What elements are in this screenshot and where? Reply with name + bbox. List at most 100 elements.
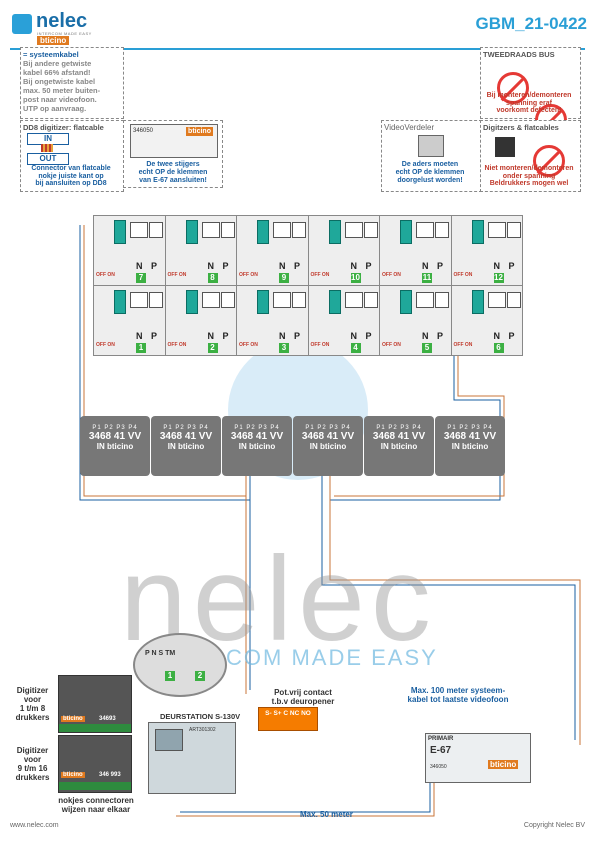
- header-divider: [10, 48, 585, 50]
- unit-number: 4: [350, 343, 361, 353]
- digitizer-2-label: Digitizer voor 9 t/m 16 drukkers: [15, 746, 50, 782]
- monitor-icon-2: [506, 222, 521, 238]
- monitor-icon: [344, 292, 363, 308]
- label-p: P: [365, 331, 372, 341]
- monitor-icon-2: [220, 292, 235, 308]
- footer-copyright: Copyright Nelec BV: [523, 822, 585, 829]
- label-n: N: [350, 331, 358, 341]
- off-on-label: OFF ON: [382, 342, 401, 348]
- unit-number: 6: [493, 343, 504, 353]
- unit-number: 1: [136, 343, 146, 353]
- dist-code: 3468 41 VV: [372, 431, 426, 442]
- monitor-icon: [344, 222, 363, 238]
- dist-code: 3468 41 VV: [230, 431, 284, 442]
- label-p: P: [294, 261, 301, 271]
- ports-label: P1 P2 P3 P4: [376, 425, 422, 431]
- camera-icon: [155, 729, 183, 751]
- digitizer-1: bticino 34693: [58, 675, 132, 733]
- unit-number: 12: [493, 273, 504, 283]
- label-p: P: [437, 331, 444, 341]
- label-p: P: [365, 261, 372, 271]
- brand-tagline: INTERCOM MADE EASY: [37, 31, 92, 36]
- unit-number: 3: [279, 343, 289, 353]
- label-n: N: [207, 331, 215, 341]
- systeemkabel-note: Max. 100 meter systeem- kabel tot laatst…: [407, 686, 509, 704]
- deurstation-title: DEURSTATION S-130V: [160, 712, 241, 721]
- label-p: P: [437, 261, 444, 271]
- max-50-label: Max. 50 meter: [300, 810, 353, 819]
- monitor-icon-2: [363, 292, 378, 308]
- label-n: N: [279, 331, 286, 341]
- flatcable-icon: [41, 144, 53, 152]
- dist-code: 3468 41 VV: [443, 431, 497, 442]
- videoverdeler-icon: [418, 135, 444, 157]
- monitor-icon-2: [363, 222, 378, 238]
- ports-label: P1 P2 P3 P4: [163, 425, 209, 431]
- off-on-label: OFF ON: [310, 272, 330, 278]
- notches-note: nokjes connectoren wijzen naar elkaar: [58, 796, 134, 814]
- label-n: N: [493, 331, 501, 341]
- monitor-icon: [130, 292, 148, 308]
- off-on-label: OFF ON: [96, 272, 115, 278]
- pushbutton-zoom: P N S TM 1 2: [133, 633, 227, 697]
- bus-terminal-icon: [185, 220, 198, 244]
- label-p: P: [151, 261, 158, 271]
- note-digitizers: Digitzers & flatcables Niet monteren/dem…: [480, 120, 581, 192]
- brand-name: nelec: [36, 10, 88, 32]
- label-p: P: [222, 331, 229, 341]
- zoom-num-1: 1: [165, 671, 175, 681]
- dist-code: 3468 41 VV: [88, 431, 142, 442]
- note-videoverdeler: VideoVerdeler De aders moeten echt OP de…: [381, 120, 482, 192]
- off-on-label: OFF ON: [167, 272, 187, 278]
- terminal-strip: [59, 724, 131, 732]
- dist-brand: IN bticino: [167, 442, 205, 451]
- footer-url: www.nelec.com: [10, 822, 59, 829]
- bus-terminal-icon: [185, 290, 198, 314]
- flatcable-out: OUT: [27, 153, 69, 165]
- unit-number: 5: [422, 343, 432, 353]
- ports-label: P1 P2 P3 P4: [92, 425, 138, 431]
- note-twee-stijgers: 346050 bticino De twee stijgers echt OP …: [123, 120, 223, 188]
- dist-brand: IN bticino: [380, 442, 418, 451]
- label-p: P: [508, 331, 515, 341]
- monitor-icon: [487, 222, 506, 238]
- note-dd8: DD8 digitizer: flatcable IN OUT Connecto…: [20, 120, 124, 192]
- dist-brand: IN bticino: [96, 442, 134, 451]
- unit-number: 7: [136, 273, 146, 283]
- ports-label: P1 P2 P3 P4: [305, 425, 351, 431]
- dist-brand: IN bticino: [238, 442, 276, 451]
- bus-terminal-icon: [400, 220, 412, 244]
- off-on-label: OFF ON: [239, 342, 258, 348]
- monitor-icon: [416, 222, 434, 238]
- unit-number: 8: [207, 273, 218, 283]
- monitor-icon-2: [220, 222, 235, 238]
- dist-brand: IN bticino: [309, 442, 347, 451]
- label-n: N: [207, 261, 215, 271]
- off-on-label: OFF ON: [453, 272, 473, 278]
- monitor-icon: [130, 222, 148, 238]
- monitor-icon-2: [149, 222, 163, 238]
- off-on-label: OFF ON: [239, 272, 258, 278]
- contact-title: Pot.vrij contact t.b.v deuropener: [271, 688, 335, 706]
- monitor-icon: [487, 292, 506, 308]
- dist-brand: IN bticino: [451, 442, 489, 451]
- label-n: N: [136, 331, 143, 341]
- monitor-icon-2: [435, 222, 449, 238]
- unit-number: 2: [207, 343, 218, 353]
- label-n: N: [350, 261, 358, 271]
- off-on-label: OFF ON: [310, 342, 330, 348]
- flatcable-small-icon: [495, 137, 515, 157]
- bus-terminal-icon: [328, 220, 341, 244]
- off-on-label: OFF ON: [96, 342, 115, 348]
- bus-terminal-icon: [328, 290, 341, 314]
- bus-terminal-icon: [257, 220, 269, 244]
